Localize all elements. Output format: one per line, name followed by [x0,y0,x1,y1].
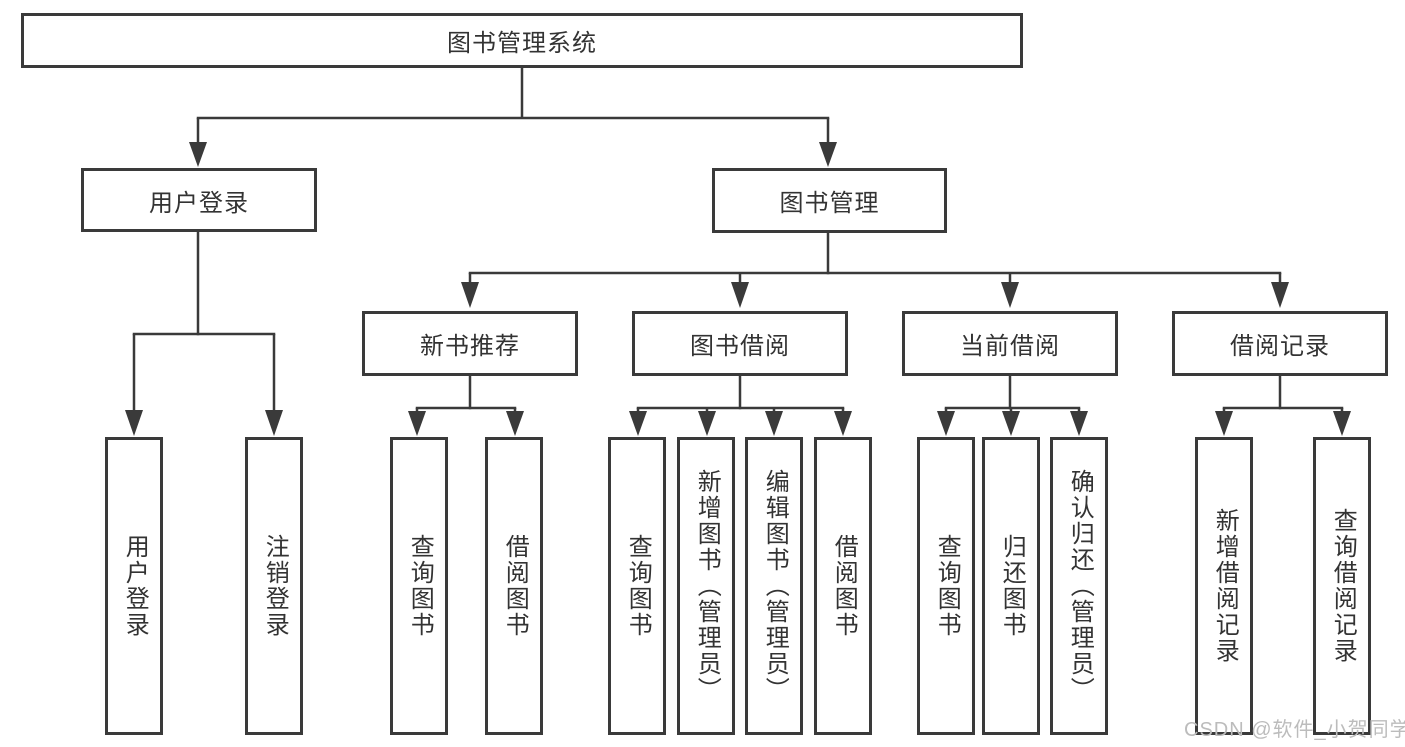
leaf-current-return-books: 归还图书 [982,437,1040,735]
leaf-borrow-borrow-books: 借阅图书 [814,437,872,735]
leaf-logout-login: 注销登录 [245,437,303,735]
leaf-recommend-query-books: 查询图书 [390,437,448,735]
leaf-current-confirm-return-admin: 确认归还（管理员） [1050,437,1108,735]
leaf-records-add-borrow-record: 新增借阅记录 [1195,437,1253,735]
leaf-borrow-add-books-admin: 新增图书（管理员） [677,437,735,735]
leaf-current-query-books: 查询图书 [917,437,975,735]
leaf-records-query-borrow-record: 查询借阅记录 [1313,437,1371,735]
arrowheads [125,142,1351,436]
leaf-borrow-query-books: 查询图书 [608,437,666,735]
node-current-borrow: 当前借阅 [902,311,1118,376]
node-user-login: 用户登录 [81,168,317,232]
node-new-book-recommend: 新书推荐 [362,311,578,376]
leaf-user-login: 用户登录 [105,437,163,735]
leaf-borrow-edit-books-admin: 编辑图书（管理员） [745,437,803,735]
node-root: 图书管理系统 [21,13,1023,68]
node-book-borrow: 图书借阅 [632,311,848,376]
node-borrow-records: 借阅记录 [1172,311,1388,376]
node-book-management: 图书管理 [712,168,947,233]
watermark: CSDN @软件_小贺同学 [1184,719,1405,741]
leaf-recommend-borrow-books: 借阅图书 [485,437,543,735]
